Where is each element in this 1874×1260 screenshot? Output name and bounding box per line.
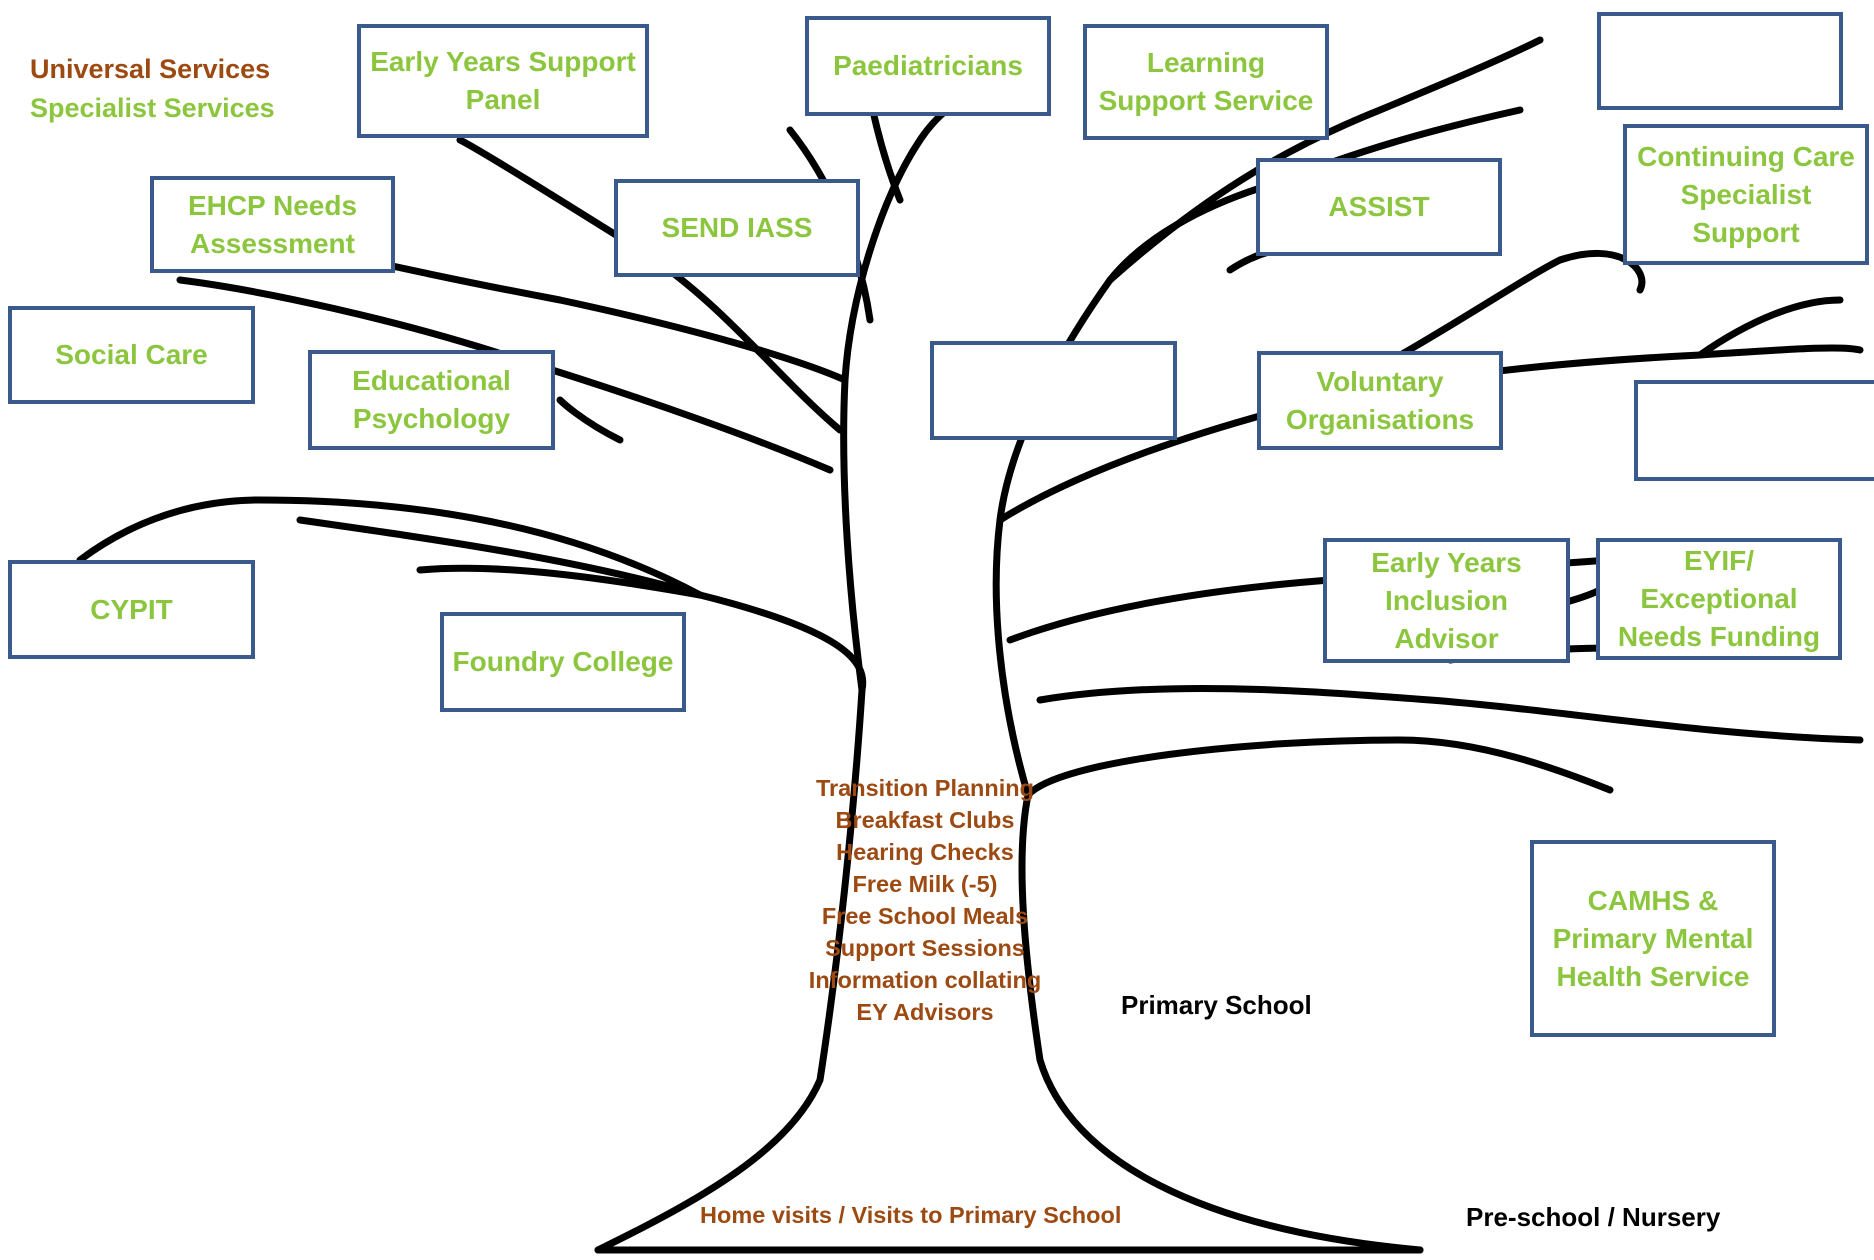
box-ehcp-needs-assessment: EHCP Needs Assessment [150,176,395,273]
hearing-checks-text: Hearing Checks [836,839,1014,865]
primary-school-label: Primary School [1121,990,1312,1020]
box-early-years-support-panel: Early Years Support Panel [357,24,649,138]
transition-planning-text: Transition Planning [815,775,1035,801]
box-label: CAMHS & Primary Mental Health Service [1552,884,1754,992]
box-label: SEND IASS [661,212,813,243]
legend: Universal Services Specialist Services [30,50,275,128]
box-blank-top-right [1597,12,1843,110]
box-label: ASSIST [1328,191,1430,222]
box-label: Continuing Care Specialist Support [1637,140,1855,248]
box-label: Early Years Inclusion Advisor [1371,546,1522,654]
legend-specialist-services: Specialist Services [30,93,275,123]
box-label: Voluntary Organisations [1285,365,1475,435]
box-early-years-inclusion-advisor: Early Years Inclusion Advisor [1323,538,1570,663]
box-label: Early Years Support Panel [370,46,636,115]
ey-advisors-text: EY Advisors [856,999,994,1025]
box-label: Paediatricians [833,50,1023,81]
box-cypit: CYPIT [8,560,255,659]
trunk-universal-services: Transition Planning Breakfast Clubs Hear… [800,772,1050,1028]
information-collating-text: Information collating [808,967,1042,993]
box-label: Foundry College [452,646,674,677]
box-label: EYIF/ Exceptional Needs Funding [1617,545,1821,652]
legend-universal-services: Universal Services [30,54,271,84]
box-voluntary-organisations: Voluntary Organisations [1257,351,1503,450]
box-label: Learning Support Service [1098,47,1314,116]
home-visits-text: Home visits / Visits to Primary School [700,1202,1122,1228]
box-learning-support-service: Learning Support Service [1083,24,1329,140]
box-camhs-primary-mental-health: CAMHS & Primary Mental Health Service [1530,840,1776,1037]
box-label: Educational Psychology [352,365,511,434]
box-paediatricians: Paediatricians [805,16,1051,116]
pre-school-nursery-label: Pre-school / Nursery [1466,1202,1721,1232]
box-label: EHCP Needs Assessment [187,189,358,259]
box-label: Social Care [55,339,208,370]
box-label: CYPIT [90,593,173,625]
support-sessions-text: Support Sessions [825,935,1025,961]
box-assist: ASSIST [1256,158,1502,256]
box-foundry-college: Foundry College [440,612,686,712]
box-continuing-care-specialist-support: Continuing Care Specialist Support [1623,124,1869,265]
free-school-meals-text: Free School Meals [821,903,1029,929]
free-milk-text: Free Milk (-5) [852,871,998,897]
box-blank-center [930,341,1177,440]
box-educational-psychology: Educational Psychology [308,350,555,450]
box-blank-right [1634,380,1874,481]
box-social-care: Social Care [8,306,255,404]
box-eyif-exceptional-needs-funding: EYIF/ Exceptional Needs Funding [1596,538,1842,660]
breakfast-clubs-text: Breakfast Clubs [835,807,1015,833]
box-send-iass: SEND IASS [614,179,860,277]
